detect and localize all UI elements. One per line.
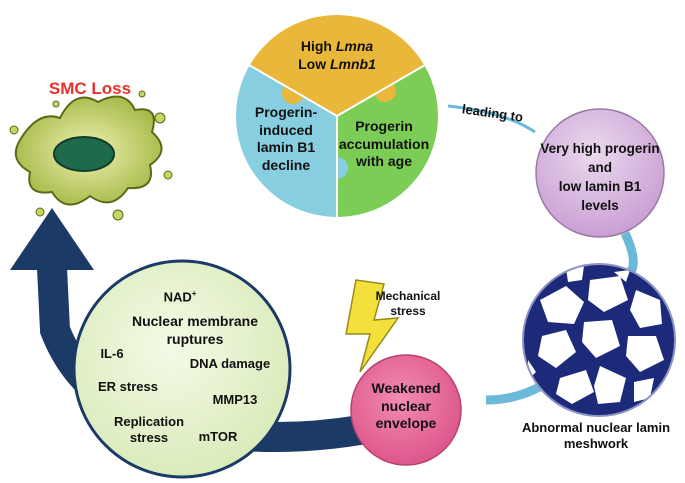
consequence-replication-stress: Replication stress — [113, 414, 185, 446]
consequence-mmp13: MMP13 — [212, 392, 258, 407]
progerin-node-label: Very high progerin and low lamin B1 leve… — [540, 141, 660, 213]
puzzle-left-label: Progerin- induced lamin B1 decline — [254, 104, 318, 173]
consequence-nad: NAD+ — [163, 289, 197, 305]
consequence-mtor: mTOR — [198, 429, 238, 444]
consequences-node — [72, 259, 292, 479]
lightning-bolt-icon — [345, 279, 400, 373]
puzzle-right-label: Progerin accumulation with age — [338, 118, 430, 169]
consequence-dna-damage: DNA damage — [189, 356, 271, 371]
smc-loss-arrowhead — [10, 208, 94, 270]
puzzle-top-label: High Lmna Low Lmnb1 — [298, 38, 376, 72]
weakened-node-label: Weakened nuclear envelope — [371, 380, 441, 431]
puzzle-circle — [234, 13, 440, 219]
progerin-node — [535, 108, 665, 238]
consequence-nuclear-membrane: Nuclear membrane ruptures — [131, 313, 259, 347]
puzzle-piece-top — [249, 14, 425, 117]
meshwork-caption: Abnormal nuclear lamin meshwork — [521, 420, 671, 452]
smc-loss-title: SMC Loss — [48, 79, 132, 98]
cell-nucleus — [53, 136, 115, 172]
weakened-envelope-node — [350, 354, 462, 466]
smc-cell-illustration — [9, 90, 173, 221]
mechanical-stress-label: Mechanical stress — [375, 289, 441, 318]
leading-to-connector — [447, 104, 536, 134]
consequence-er-stress: ER stress — [98, 379, 158, 394]
meshwork-node — [522, 263, 676, 417]
consequence-il6: IL-6 — [100, 346, 124, 361]
